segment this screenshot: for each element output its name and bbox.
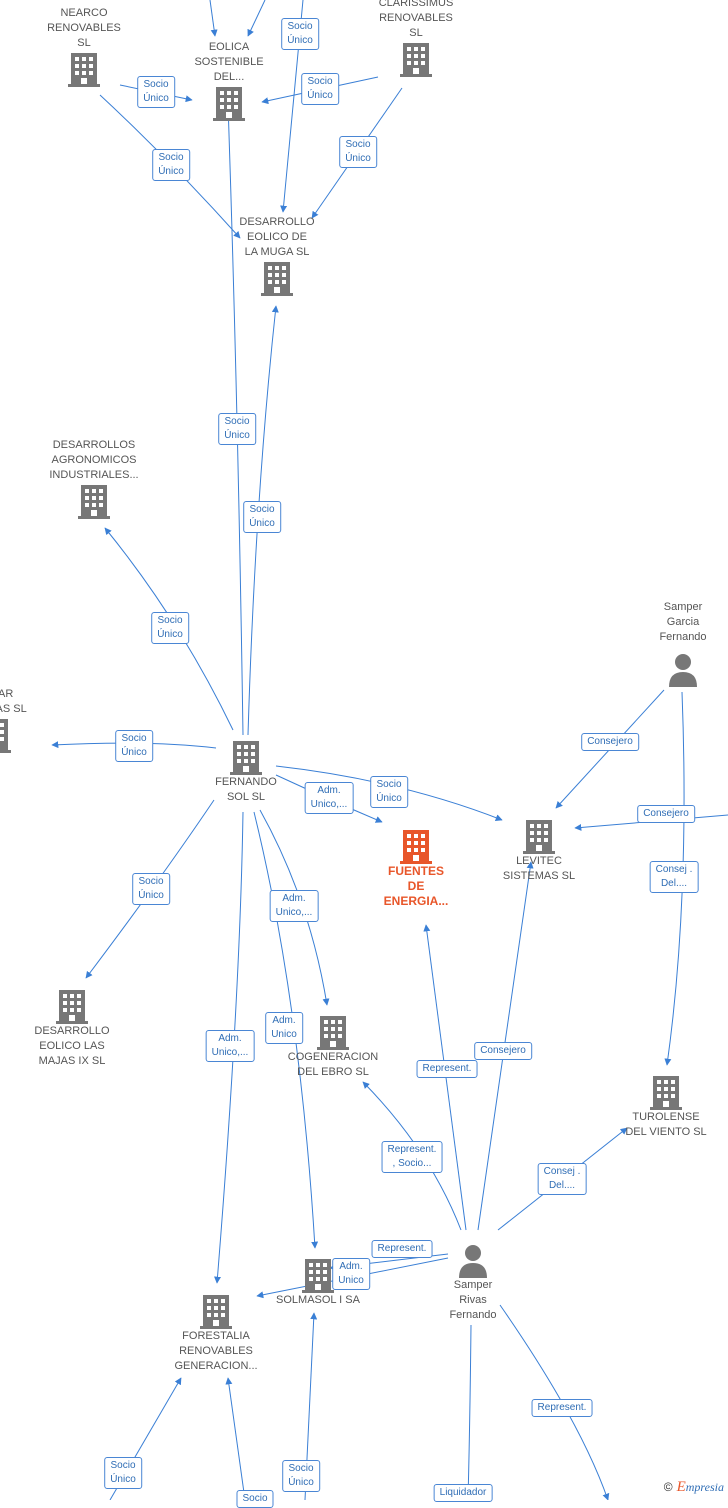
building-icon bbox=[213, 87, 245, 121]
building-icon bbox=[302, 1259, 334, 1293]
company-node-oalar[interactable]: OALARRGIAS SL bbox=[0, 687, 52, 753]
node-label: OALARRGIAS SL bbox=[0, 688, 27, 715]
building-icon bbox=[68, 53, 100, 87]
relation-tag[interactable]: Consejero bbox=[474, 1042, 532, 1060]
building-icon bbox=[261, 262, 293, 296]
relation-tag[interactable]: Represent. bbox=[531, 1399, 593, 1417]
node-label: SOLMASOL I SA bbox=[276, 1294, 360, 1306]
relation-tag[interactable]: Represent., Socio... bbox=[381, 1141, 443, 1173]
building-icon bbox=[317, 1016, 349, 1050]
relation-tag[interactable]: Consejero bbox=[581, 733, 639, 751]
building-icon bbox=[650, 1076, 682, 1110]
building-icon bbox=[0, 719, 11, 753]
building-icon bbox=[200, 1295, 232, 1329]
edge bbox=[247, 0, 266, 37]
relation-tag[interactable]: Adm.Unico bbox=[332, 1258, 370, 1290]
relation-tag[interactable]: Adm.Unico bbox=[265, 1012, 303, 1044]
relation-tag[interactable]: Adm.Unico,... bbox=[304, 782, 354, 814]
relation-tag[interactable]: Represent. bbox=[416, 1060, 478, 1078]
edge bbox=[464, 1324, 472, 1500]
empresia-logo: ©Empresia bbox=[663, 1479, 724, 1495]
relation-tag[interactable]: Consej .Del.... bbox=[537, 1163, 587, 1195]
relation-tag[interactable]: Consej .Del.... bbox=[649, 861, 699, 893]
relation-tag[interactable]: Adm.Unico,... bbox=[205, 1030, 255, 1062]
edge bbox=[225, 1377, 246, 1500]
relation-tag[interactable]: Liquidador bbox=[433, 1484, 493, 1502]
company-node-solmasol[interactable]: SOLMASOL I SA bbox=[253, 1257, 383, 1308]
building-icon bbox=[230, 741, 262, 775]
edge bbox=[209, 0, 218, 37]
relation-tag[interactable]: Adm.Unico,... bbox=[269, 890, 319, 922]
relation-tag[interactable]: Represent. bbox=[371, 1240, 433, 1258]
edge bbox=[214, 811, 244, 1284]
building-icon bbox=[78, 485, 110, 519]
relation-tag[interactable]: Socio bbox=[236, 1490, 274, 1508]
building-icon bbox=[400, 43, 432, 77]
building-icon bbox=[523, 820, 555, 854]
person-icon bbox=[669, 654, 697, 687]
building-icon bbox=[400, 830, 432, 864]
building-icon bbox=[56, 990, 88, 1024]
person-icon bbox=[459, 1245, 487, 1278]
relation-tag[interactable]: Consejero bbox=[637, 805, 695, 823]
edge bbox=[224, 103, 244, 736]
